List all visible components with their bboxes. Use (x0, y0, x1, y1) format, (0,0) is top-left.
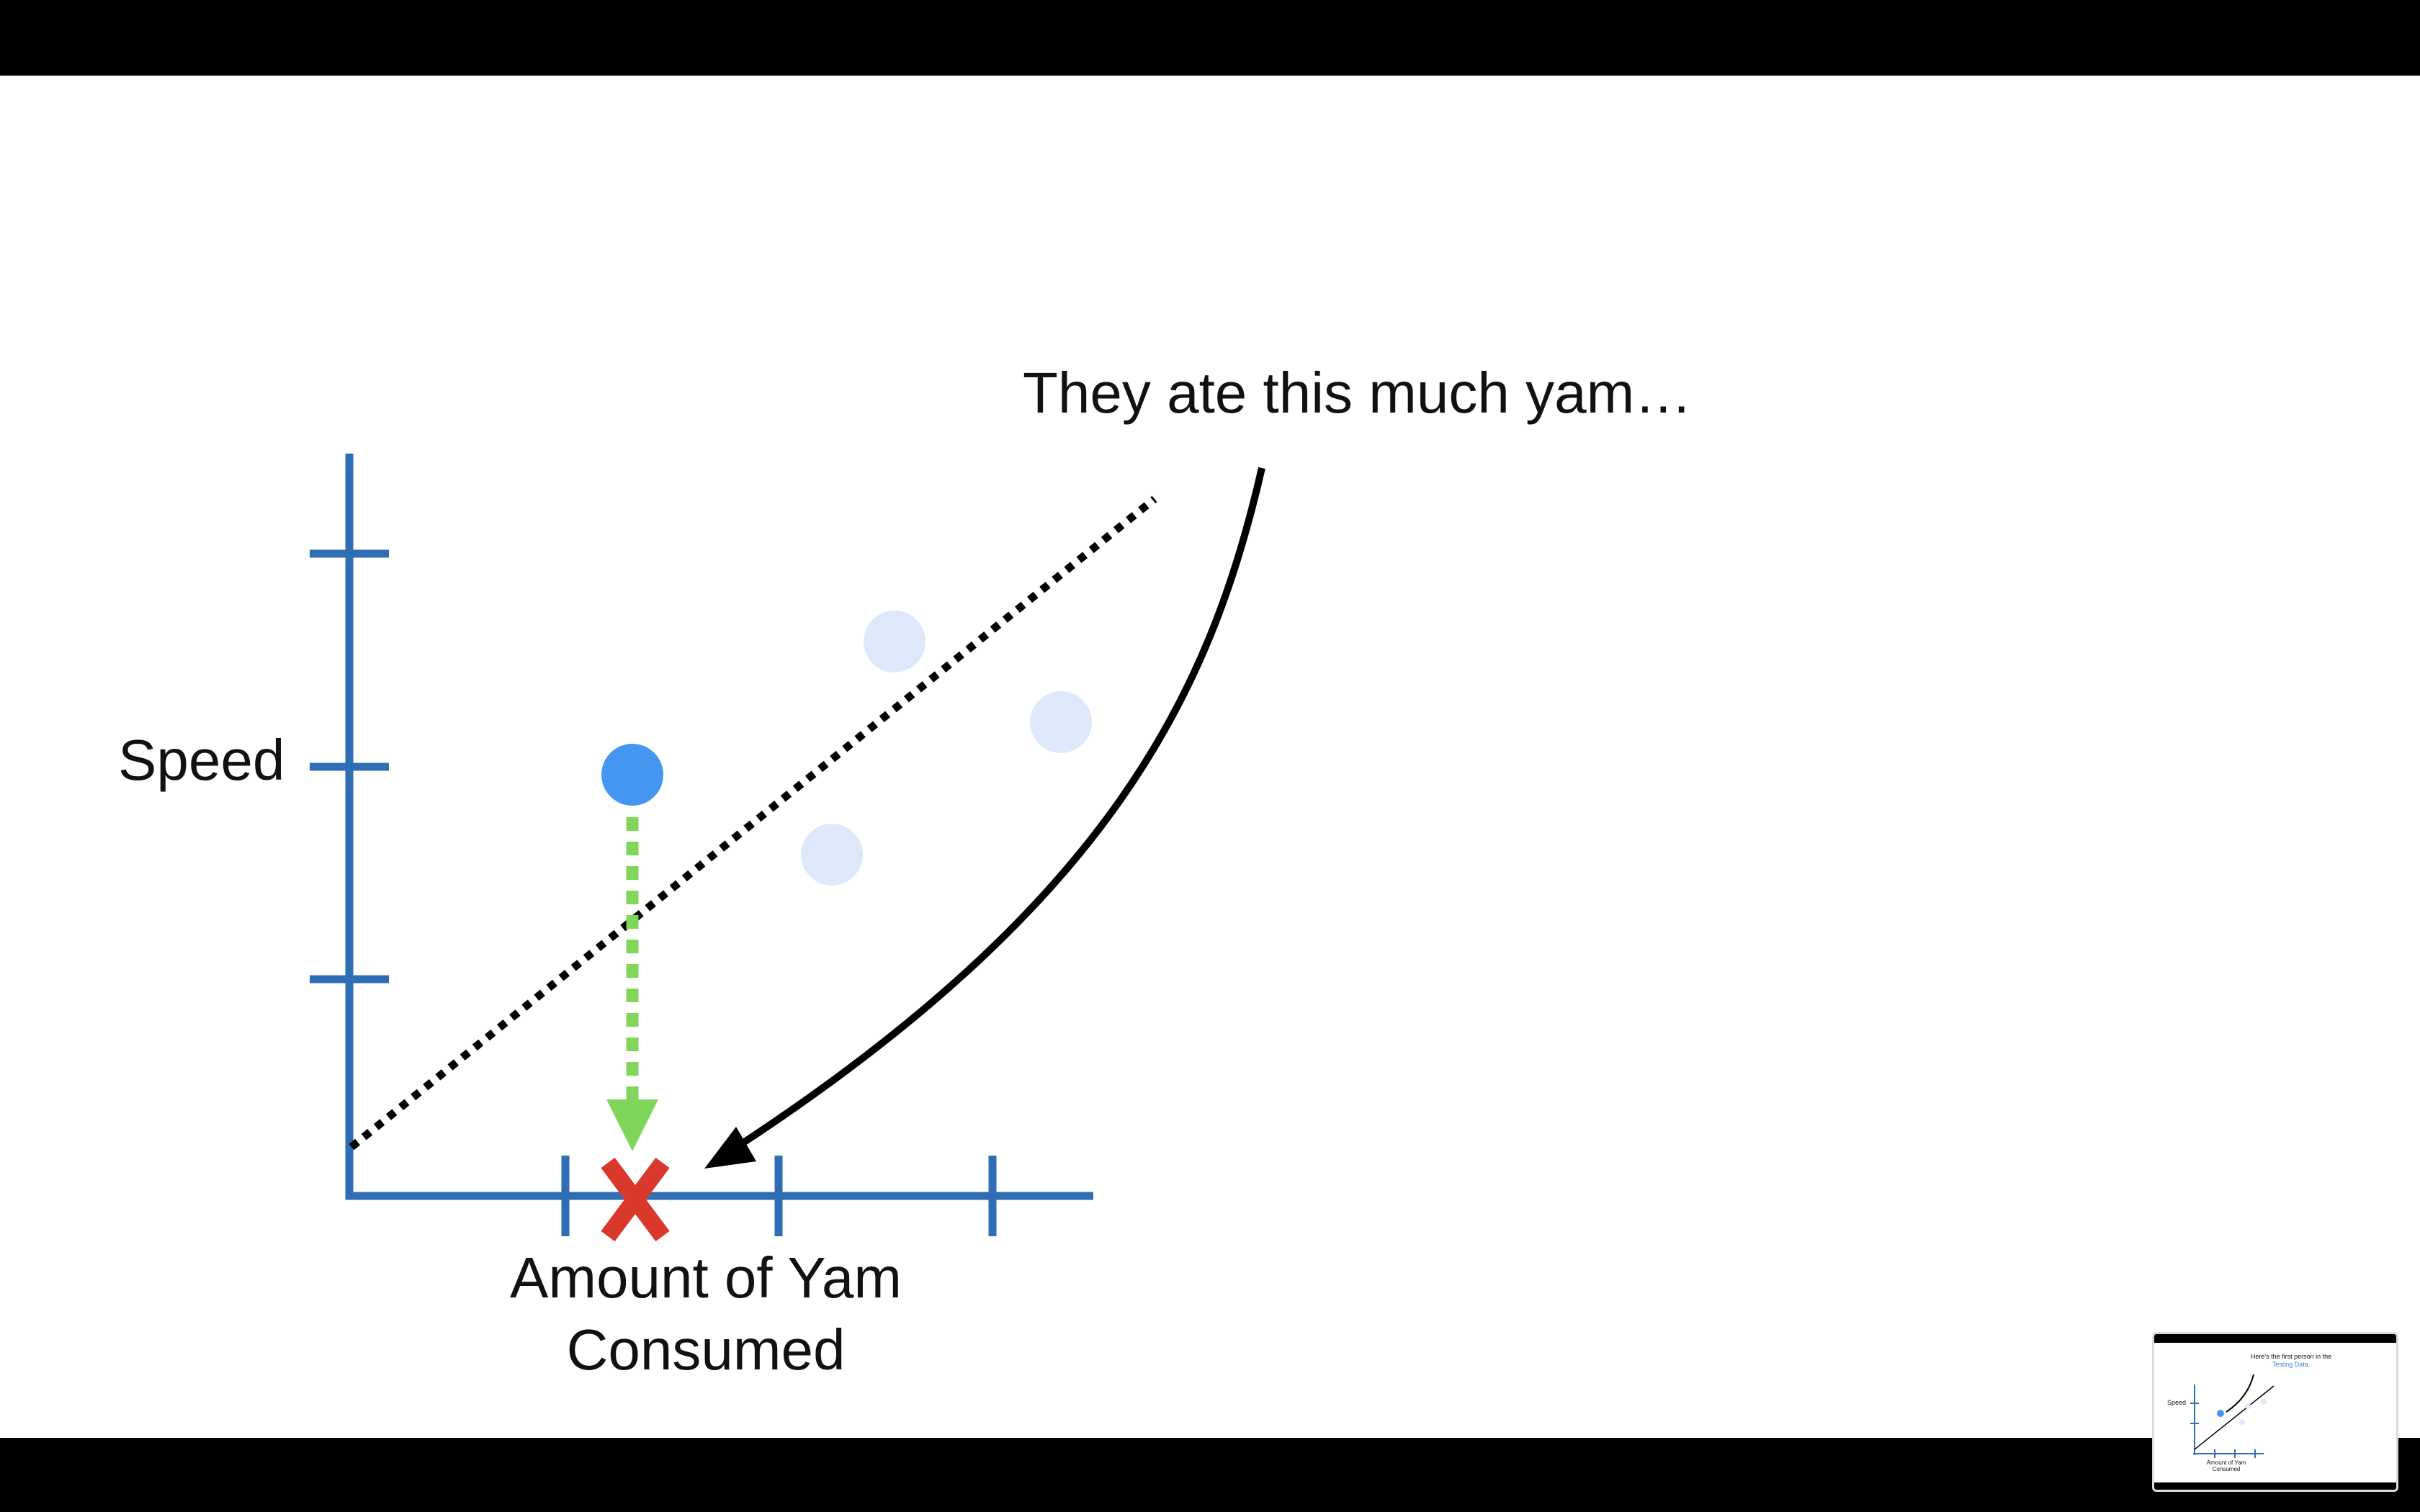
x-axis-marker (601, 1157, 670, 1242)
highlighted-point (601, 744, 663, 806)
annotation-text: They ate this much yam… (1023, 361, 1693, 425)
x-axis-label-line2: Consumed (566, 1318, 846, 1382)
axes (310, 454, 1093, 1236)
faded-point-2 (1030, 691, 1092, 753)
previous-slide-thumbnail[interactable]: Here's the first person in the Testing D… (2152, 1332, 2398, 1492)
y-axis-label: Speed (118, 728, 285, 792)
slide-canvas: They ate this much yam… Speed Amount of … (0, 76, 2420, 1438)
x-axis-label: Amount of Yam Consumed (490, 1242, 922, 1386)
thumbnail-y-label: Speed (2167, 1399, 2187, 1406)
projection-arrow-head (606, 1099, 658, 1151)
thumbnail-point (2217, 1410, 2224, 1417)
thumbnail-caption: Here's the first person in the Testing D… (2250, 1353, 2332, 1368)
faded-point-3 (801, 824, 863, 886)
thumbnail-diagram (2190, 1374, 2275, 1458)
curved-arrow-head (704, 1127, 756, 1169)
thumbnail-bottom-bar (2154, 1482, 2396, 1490)
thumbnail-x-label: Amount of Yam Consumed (2206, 1459, 2246, 1472)
x-axis-label-line1: Amount of Yam (510, 1246, 902, 1310)
thumbnail-top-bar (2154, 1334, 2396, 1343)
regression-diagram (310, 454, 1265, 1242)
faded-point-1 (864, 611, 926, 672)
curved-arrow (732, 467, 1265, 1152)
fitted-line (349, 495, 1157, 1151)
